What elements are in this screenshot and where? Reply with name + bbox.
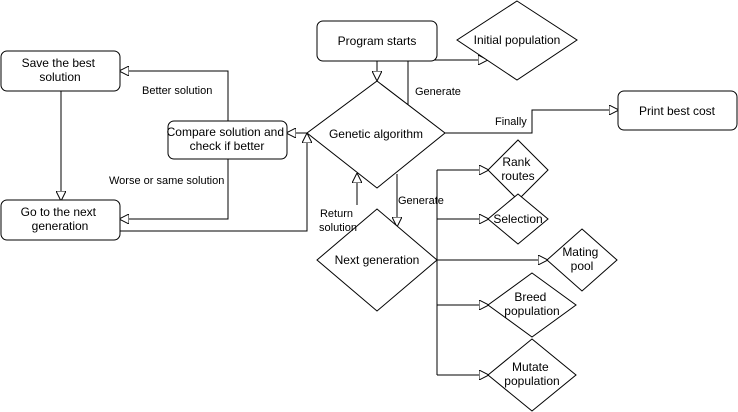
edge-compare-to-save-best: [120, 71, 229, 121]
edge-label-generate-bottom: Generate: [398, 195, 444, 207]
node-compare: [167, 120, 288, 160]
node-selection: [487, 193, 549, 245]
node-compare-label: Compare solution and check if better: [167, 125, 288, 153]
node-program-starts-label: Program starts: [338, 34, 417, 48]
node-program-starts: [316, 20, 438, 62]
node-mutate-population-label: Mutate population: [504, 360, 559, 388]
node-go-next: [0, 199, 121, 241]
edge-compare-to-go-next: [120, 159, 229, 219]
edge-ga-to-print-best-cost: [445, 110, 618, 134]
edge-label-better-solution: Better solution: [142, 85, 212, 97]
node-genetic-algorithm-label: Genetic algorithm: [329, 127, 423, 141]
node-selection-label: Selection: [493, 212, 542, 226]
node-next-generation: [316, 208, 438, 312]
node-genetic-algorithm: [306, 80, 446, 189]
node-mating-pool-label: Mating pool: [562, 245, 601, 273]
node-rank-routes-label: Rank routes: [501, 155, 534, 183]
edge-label-generate-top: Generate: [415, 86, 461, 98]
node-breed-population: [487, 272, 577, 338]
node-go-next-label: Go to the next generation: [21, 205, 100, 233]
node-print-best-cost-label: Print best cost: [639, 104, 716, 118]
node-mating-pool: [546, 228, 618, 292]
node-initial-population-label: Initial population: [474, 33, 561, 47]
edge-label-finally: Finally: [495, 116, 527, 128]
edge-ga-to-initial-population: [407, 60, 487, 107]
node-breed-population-label: Breed population: [504, 290, 559, 318]
node-next-generation-label: Next generation: [335, 253, 420, 267]
node-save-best: [0, 50, 121, 92]
node-save-best-label: Save the best solution: [22, 56, 99, 84]
edge-go-next-to-ga: [120, 134, 307, 232]
edge-label-return-solution: Return solution: [319, 208, 357, 234]
node-mutate-population: [487, 338, 577, 412]
node-print-best-cost: [617, 90, 738, 131]
edge-label-worse-solution: Worse or same solution: [109, 175, 224, 187]
node-initial-population: [456, 0, 578, 81]
